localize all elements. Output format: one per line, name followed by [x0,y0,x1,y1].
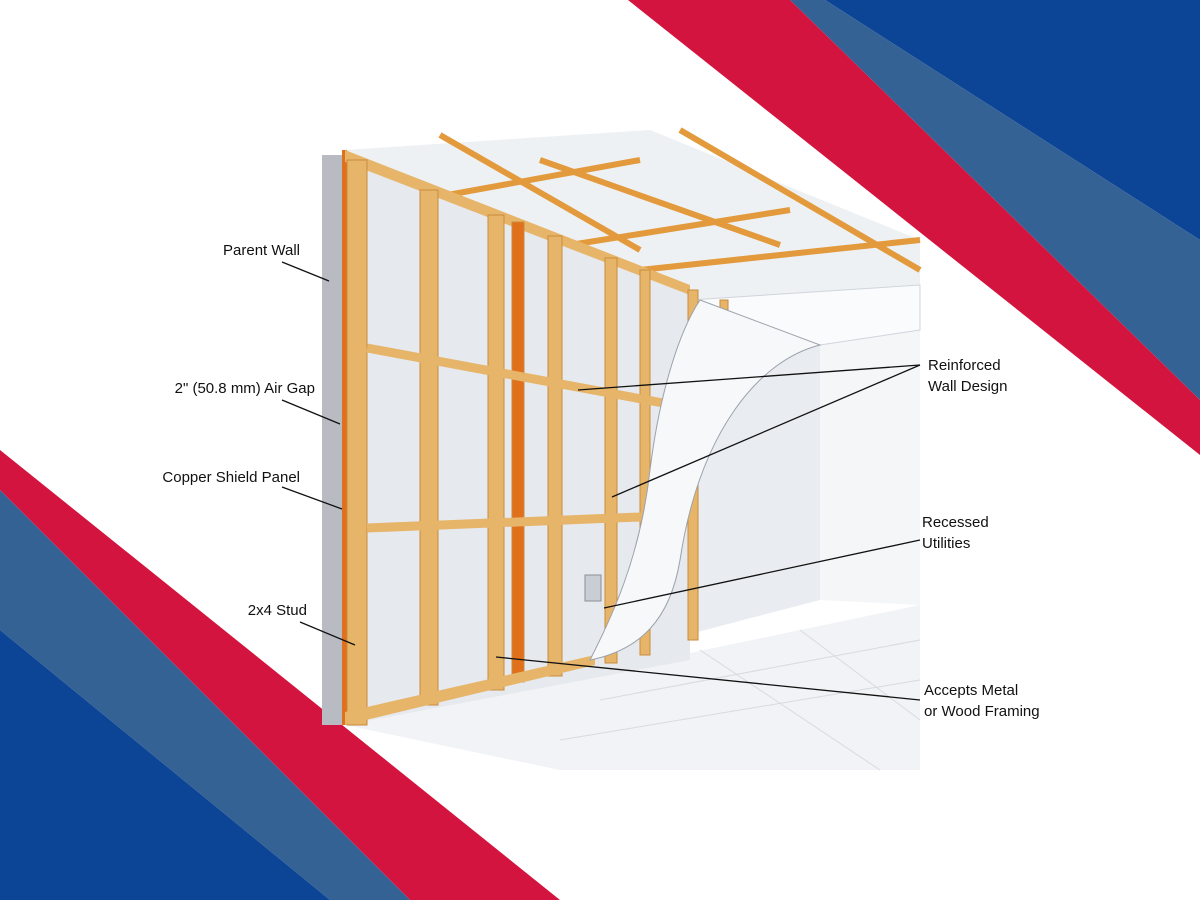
bottom-steel-stripe [0,490,410,900]
bottom-plate [345,655,595,725]
room-wall [820,330,920,605]
floor-grid [559,629,921,771]
label-recessed-utilities: Recessed Utilities [922,512,989,554]
ceiling-joists [419,127,922,273]
label-line: Reinforced [928,357,1001,374]
label-line: or Wood Framing [924,703,1040,720]
label-2x4-stud: 2x4 Stud [247,602,307,619]
label-air-gap: 2" (50.8 mm) Air Gap [174,380,315,397]
label-line: Accepts Metal [924,682,1019,699]
label-line: Utilities [922,535,971,552]
leader-lines [281,261,921,701]
bottom-red-stripe [0,450,560,900]
label-reinforced-wall-design: Reinforced Wall Design [928,355,1007,397]
label-copper-shield-panel: Copper Shield Panel [162,469,300,486]
copper-shield-panel [342,150,347,725]
studs [346,159,729,726]
label-line: Recessed [922,514,989,531]
label-line: Wall Design [928,378,1008,395]
label-accepts-framing: Accepts Metal or Wood Framing [924,680,1040,722]
label-parent-wall: Parent Wall [223,242,300,259]
parent-wall [322,155,344,725]
bottom-blue-stripe [0,630,330,900]
utility-box [584,574,602,602]
curved-drywall [589,299,822,661]
top-red-stripe [628,0,1200,455]
blocking [366,343,691,533]
floor [345,605,920,770]
